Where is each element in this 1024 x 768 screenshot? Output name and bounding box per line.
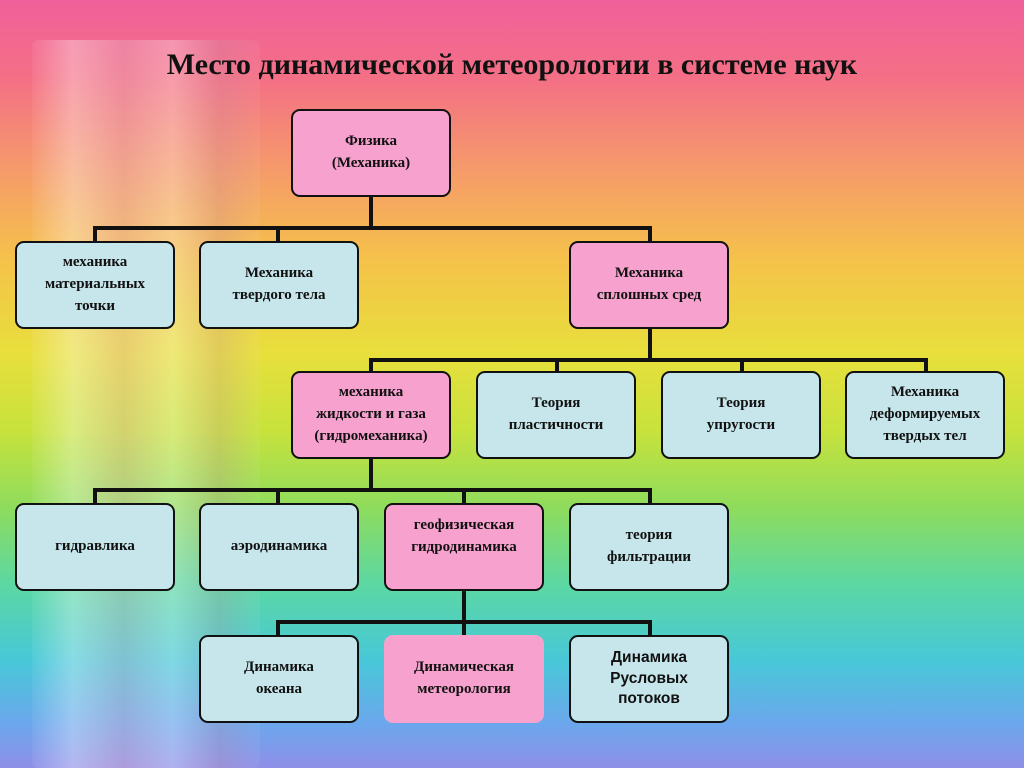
connector — [369, 358, 928, 362]
node-aerodynamics: аэродинамика — [199, 503, 359, 591]
connector — [462, 488, 466, 504]
node-elasticity: Теория упругости — [661, 371, 821, 459]
connector — [93, 488, 652, 492]
node-physics: Физика (Механика) — [291, 109, 451, 197]
connector — [93, 488, 97, 504]
connector — [276, 620, 280, 636]
connector — [369, 458, 373, 492]
connector — [462, 590, 466, 624]
connector — [93, 226, 97, 242]
node-ocean: Динамика океана — [199, 635, 359, 723]
node-deformable: Механика деформируемых твердых тел — [845, 371, 1005, 459]
node-continuum: Механика сплошных сред — [569, 241, 729, 329]
node-plasticity: Теория пластичности — [476, 371, 636, 459]
connector — [648, 328, 652, 362]
connector — [462, 620, 466, 636]
connector — [648, 226, 652, 242]
connector — [648, 620, 652, 636]
node-meteorology: Динамическая метеорология — [384, 635, 544, 723]
node-filtration: теория фильтрации — [569, 503, 729, 591]
connector — [276, 226, 280, 242]
node-hydraulics: гидравлика — [15, 503, 175, 591]
connector — [740, 358, 744, 372]
connector — [648, 488, 652, 504]
node-point-mechanics: механика материальных точки — [15, 241, 175, 329]
node-fluid-gas: механика жидкости и газа (гидромеханика) — [291, 371, 451, 459]
node-rivers: Динамика Русловых потоков — [569, 635, 729, 723]
connector — [369, 196, 373, 230]
node-geophysical: геофизическая гидродинамика — [384, 503, 544, 591]
connector — [555, 358, 559, 372]
connector — [93, 226, 652, 230]
connector — [369, 358, 373, 372]
connector — [276, 488, 280, 504]
page-title: Место динамической метеорологии в систем… — [166, 48, 858, 81]
node-rigid-body: Механика твердого тела — [199, 241, 359, 329]
connector — [924, 358, 928, 372]
